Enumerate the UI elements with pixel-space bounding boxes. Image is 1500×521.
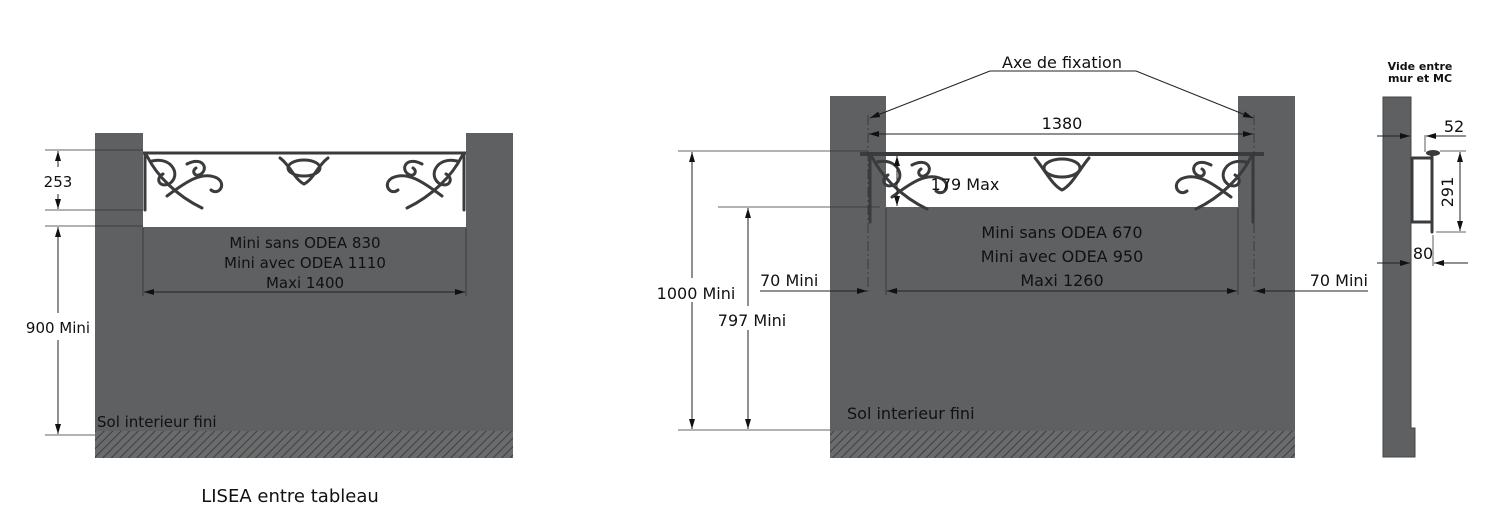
floor-label: Sol interieur fini	[847, 404, 975, 423]
left-elevation: 253 900 Mini Mini sans ODEA 830 Mini ave…	[26, 133, 513, 507]
right-side-min-dim: 70 Mini	[1310, 271, 1368, 290]
middle-elevation: Axe de fixation 1380 179 Max 1000 Mini 7…	[657, 53, 1368, 458]
floor-hatch	[830, 431, 1295, 458]
wall	[95, 227, 513, 431]
inner-floor-height-dim: 797 Mini	[718, 311, 786, 330]
axis-width-dim: 1380	[1042, 114, 1083, 133]
bracket-height-dim: 291	[1438, 177, 1457, 208]
bottom-gap-dim: 80	[1413, 244, 1433, 263]
right-pillar	[466, 133, 513, 233]
awning-ornament	[860, 152, 1264, 224]
left-side-min-dim: 70 Mini	[760, 271, 818, 290]
side-title-line2: mur et MC	[1388, 72, 1452, 85]
floor-height-dim: 900 Mini	[26, 319, 90, 337]
width-max: Maxi 1400	[266, 274, 344, 292]
wall-section	[1382, 96, 1416, 458]
awning-ornament	[143, 151, 466, 212]
width-min-with-odea: Mini avec ODEA 1110	[224, 254, 386, 272]
top-gap-dim: 52	[1444, 117, 1464, 136]
width-min-without-odea: Mini sans ODEA 830	[229, 234, 380, 252]
outer-floor-height-dim: 1000 Mini	[657, 284, 736, 303]
wall	[830, 207, 1295, 431]
diagram-title: LISEA entre tableau	[201, 486, 379, 507]
width-min-without-odea: Mini sans ODEA 670	[981, 223, 1142, 242]
width-max: Maxi 1260	[1020, 271, 1103, 290]
bracket-height-dim: 253	[44, 173, 73, 191]
side-view: Vide entre mur et MC 52 291 80	[1377, 60, 1468, 458]
floor-hatch	[95, 431, 513, 458]
left-pillar	[95, 133, 143, 233]
bracket-height-dim: 179 Max	[931, 175, 1000, 194]
floor-label: Sol interieur fini	[97, 413, 217, 431]
bracket-profile	[1410, 156, 1434, 224]
axis-label: Axe de fixation	[1002, 53, 1122, 72]
width-min-with-odea: Mini avec ODEA 950	[981, 247, 1144, 266]
side-title-line1: Vide entre	[1388, 60, 1453, 73]
